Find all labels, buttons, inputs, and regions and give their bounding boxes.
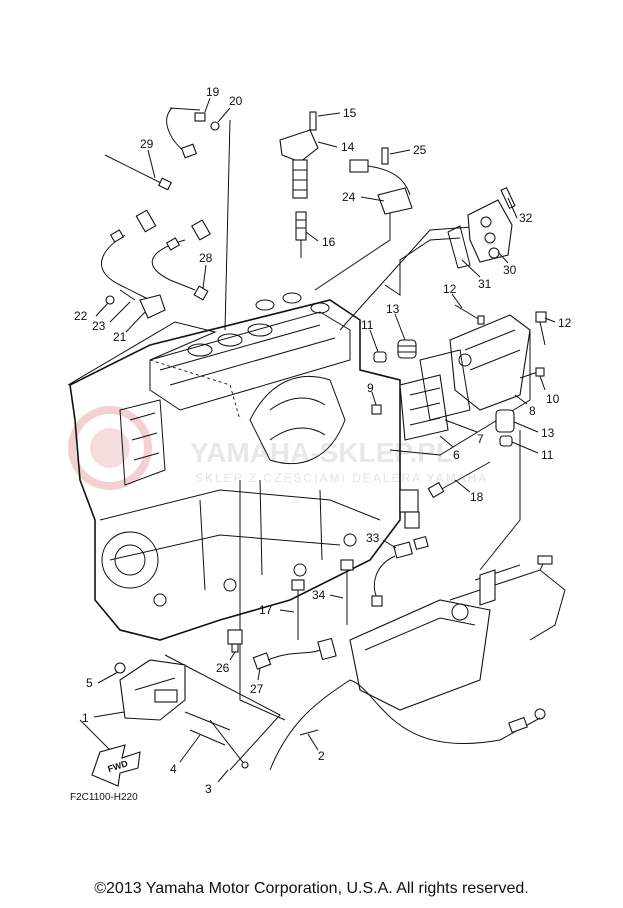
exhaust-pipe: [349, 555, 566, 711]
callout-22[interactable]: 22: [74, 309, 88, 323]
callout-11-top[interactable]: 11: [361, 318, 374, 332]
callout-27[interactable]: 27: [250, 682, 264, 696]
callout-8[interactable]: 8: [529, 404, 536, 418]
part-2-cable: [269, 679, 546, 771]
callout-9[interactable]: 9: [367, 381, 374, 395]
part-19-sensor-lead: [166, 107, 220, 159]
callout-23[interactable]: 23: [92, 319, 106, 333]
callout-21[interactable]: 21: [113, 330, 127, 344]
callout-13-bottom[interactable]: 13: [541, 426, 555, 440]
diagram-code: F2C1100-H220: [70, 792, 138, 803]
leader-lines: [93, 97, 556, 783]
watermark-tagline: SKLEP Z CZĘŚCIAMI DEALERA YAMAHA: [195, 470, 488, 485]
callout-12-right[interactable]: 12: [558, 316, 572, 330]
callout-11-bottom[interactable]: 11: [541, 448, 554, 462]
callout-15[interactable]: 15: [343, 106, 357, 120]
part-30-throttle-body: [447, 186, 516, 269]
engine-block: [69, 292, 401, 641]
callout-labels: 19 20 29 15 14 25 24 16 28 22 23 21 32 3…: [74, 85, 572, 796]
part-4-bolt: [184, 711, 231, 746]
callout-10[interactable]: 10: [546, 392, 560, 406]
callout-13-top[interactable]: 13: [386, 302, 400, 316]
callout-25[interactable]: 25: [413, 143, 427, 157]
callout-3[interactable]: 3: [205, 782, 212, 796]
part-3-rod: [209, 719, 249, 769]
assembly-outlines: [67, 119, 531, 771]
callout-1[interactable]: 1: [82, 711, 89, 725]
watermark-logo-icon: [68, 406, 152, 490]
part-17-cable-tie: [291, 579, 305, 640]
callout-26[interactable]: 26: [216, 661, 230, 675]
connector: [399, 489, 420, 529]
callout-5[interactable]: 5: [86, 676, 93, 690]
callout-34[interactable]: 34: [312, 588, 326, 602]
part-34-cable-tie: [340, 559, 354, 625]
callout-4[interactable]: 4: [170, 762, 177, 776]
part-8-intake-assembly: [371, 304, 547, 447]
callout-14[interactable]: 14: [341, 140, 355, 154]
callout-19[interactable]: 19: [206, 85, 220, 99]
part-7-gasket: [419, 349, 471, 421]
callout-30[interactable]: 30: [503, 263, 517, 277]
part-1-bracket: [114, 659, 186, 721]
part-18-bolt: [427, 461, 491, 499]
callout-29[interactable]: 29: [140, 137, 154, 151]
part-33-sensor-lead: [371, 535, 429, 607]
callout-20[interactable]: 20: [229, 94, 243, 108]
callout-12-top[interactable]: 12: [443, 282, 457, 296]
part-21-sensor-harness: [101, 209, 211, 319]
callout-24[interactable]: 24: [342, 190, 356, 204]
part-6-plate: [399, 374, 449, 441]
callout-33[interactable]: 33: [366, 531, 380, 545]
callout-6[interactable]: 6: [453, 448, 460, 462]
fwd-arrow-icon: FWD: [91, 744, 141, 787]
part-27-sensor: [252, 637, 337, 670]
callout-28[interactable]: 28: [199, 251, 213, 265]
copyright-notice: ©2013 Yamaha Motor Corporation, U.S.A. A…: [94, 880, 529, 897]
part-29-bolt: [104, 154, 172, 191]
part-14-ignition-coil: [279, 111, 319, 258]
callout-2[interactable]: 2: [318, 749, 325, 763]
callout-16[interactable]: 16: [322, 235, 336, 249]
callout-7[interactable]: 7: [477, 432, 484, 446]
watermark-brand: YAMAHA-SKLEP.PL: [190, 437, 453, 468]
callout-31[interactable]: 31: [478, 277, 492, 291]
callout-32[interactable]: 32: [519, 211, 533, 225]
callout-18[interactable]: 18: [470, 490, 484, 504]
watermark: YAMAHA-SKLEP.PL SKLEP Z CZĘŚCIAMI DEALER…: [68, 406, 488, 490]
callout-17[interactable]: 17: [259, 603, 273, 617]
part-24-sensor: [349, 147, 413, 215]
